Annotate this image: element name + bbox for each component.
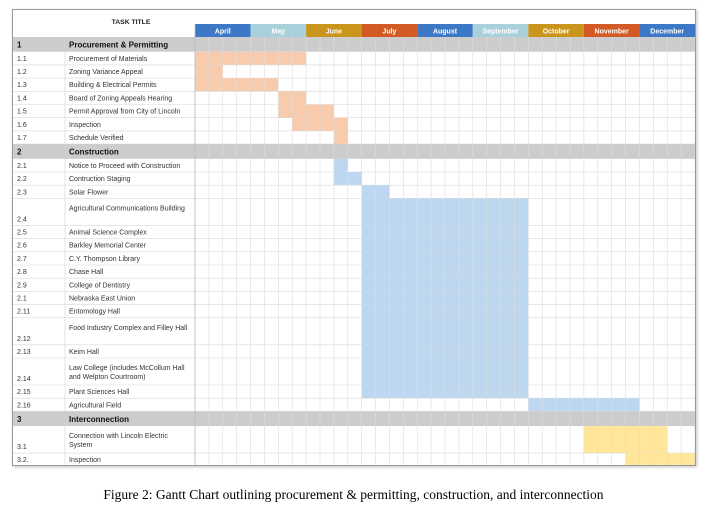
task-number: 1.7: [17, 135, 27, 142]
task-number: 2.13: [17, 349, 31, 356]
month-header-cell: [472, 24, 529, 37]
month-label: May: [272, 29, 286, 36]
month-header-cell: [195, 24, 251, 37]
task-number: 2.12: [17, 336, 31, 343]
section-row-bg: [13, 411, 695, 427]
task-title: Barkley Memorial Center: [69, 243, 147, 250]
task-number: 1.1: [17, 56, 27, 63]
task-title: Nebraska East Union: [69, 296, 135, 303]
task-number: 2.2: [17, 176, 27, 183]
month-label: November: [595, 29, 630, 36]
task-number: 2.6: [17, 243, 27, 250]
month-label: April: [215, 29, 231, 36]
section-number: 2: [17, 147, 22, 156]
task-title: Inspection: [69, 122, 101, 129]
month-label: September: [482, 29, 518, 36]
task-number: 1.6: [17, 122, 27, 129]
task-title: Entomology Hall: [69, 309, 120, 316]
task-number: 2.1: [17, 296, 27, 303]
task-number: 2.9: [17, 282, 27, 289]
task-title: Agricultural Field: [69, 402, 121, 409]
month-label: August: [433, 29, 458, 36]
task-title: Building & Electrical Permits: [69, 82, 157, 89]
month-header-cell: [639, 24, 695, 37]
section-row-bg: [13, 37, 695, 52]
gantt-bar: [333, 130, 348, 145]
task-title-header: TASK TITLE: [112, 19, 151, 26]
task-number: 2.15: [17, 389, 31, 396]
task-number: 2.14: [17, 376, 31, 383]
task-number: 1.3: [17, 82, 27, 89]
task-title: Keim Hall: [69, 349, 99, 356]
month-header-cell: [250, 24, 307, 37]
month-label: July: [382, 29, 396, 36]
task-title: C.Y. Thompson Library: [69, 256, 140, 263]
task-title: Plant Sciences Hall: [69, 389, 130, 396]
gantt-bar: [625, 453, 695, 465]
task-title: Agricultural Communications Building: [69, 205, 185, 212]
section-number: 3: [17, 415, 22, 424]
task-title: College of Dentistry: [69, 282, 131, 289]
month-header-cell: [306, 24, 362, 37]
task-title: Solar Flower: [69, 189, 109, 196]
month-label: October: [543, 29, 570, 36]
task-number: 2.1: [17, 163, 27, 170]
figure-caption: Figure 2: Gantt Chart outlining procurem…: [103, 487, 604, 502]
task-number: 2.8: [17, 269, 27, 276]
month-header-cell: [528, 24, 584, 37]
task-title: Board of Zoning Appeals Hearing: [69, 95, 172, 102]
task-title: Schedule Verified: [69, 135, 124, 142]
task-number: 1.2: [17, 69, 27, 76]
task-number: 2.3: [17, 189, 27, 196]
task-title: Notice to Proceed with Construction: [69, 163, 180, 170]
month-header-cell: [417, 24, 473, 37]
task-number: 2.5: [17, 230, 27, 237]
task-number: 1.4: [17, 95, 27, 102]
month-header-cell: [583, 24, 640, 37]
task-title: Food Industry Complex and Filley Hall: [69, 325, 188, 332]
task-number: 2.16: [17, 402, 31, 409]
task-number: 2.7: [17, 256, 27, 263]
gantt-chart: TASK TITLE April May June July August Septembe…: [12, 9, 696, 466]
task-number: 2.11: [17, 309, 30, 316]
section-title: Interconnection: [69, 415, 129, 424]
task-title: Zoning Variance Appeal: [69, 69, 143, 76]
month-header-cell: [361, 24, 418, 37]
month-label: June: [326, 29, 342, 36]
task-title: Animal Science Complex: [69, 230, 147, 237]
task-number: 1.5: [17, 109, 27, 116]
task-title: Chase Hall: [69, 269, 104, 276]
task-number: 3.2.: [17, 457, 29, 464]
section-number: 1: [17, 40, 22, 49]
section-row-bg: [13, 144, 695, 159]
section-title: Procurement & Permitting: [69, 40, 168, 49]
task-number: 2.4: [17, 216, 27, 223]
task-title: Permit Approval from City of Lincoln: [69, 109, 180, 116]
task-number: 3.1: [17, 444, 27, 451]
gantt-bar: [333, 158, 348, 172]
task-title: Contruction Staging: [69, 176, 131, 183]
task-title: Inspection: [69, 457, 101, 464]
month-label: December: [650, 29, 684, 36]
section-title: Construction: [69, 147, 119, 156]
task-title: Procurement of Materials: [69, 56, 148, 63]
gantt-chart-canvas: TASK TITLE April May June July August Septembe…: [13, 19, 695, 465]
